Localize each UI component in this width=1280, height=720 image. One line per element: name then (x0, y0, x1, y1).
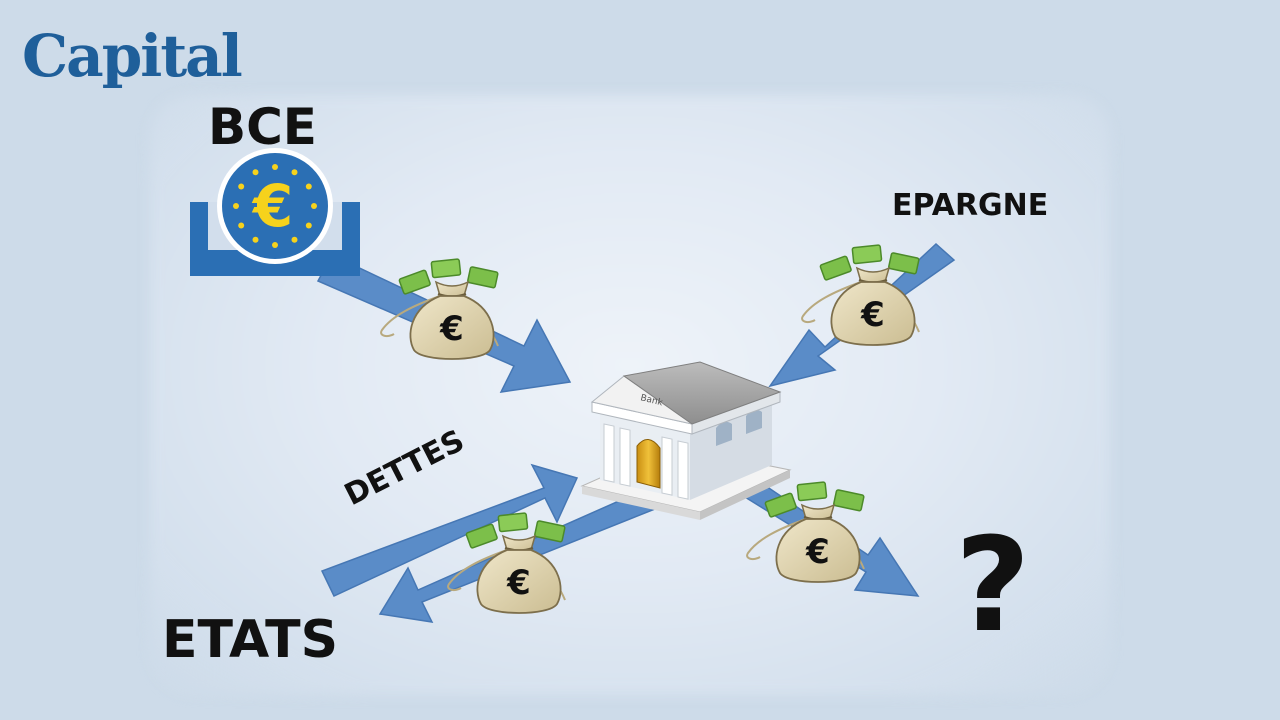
bce-building-icon: € (190, 148, 360, 276)
eu-stars (233, 164, 317, 248)
euro-symbol: € (805, 532, 830, 572)
euro-symbol: € (860, 295, 885, 335)
euro-symbol: € (506, 563, 531, 603)
bank-building-icon: Bank (580, 361, 792, 520)
euro-symbol-bce: € (251, 172, 293, 240)
euro-symbol: € (439, 309, 464, 349)
capital-logo: Capital (22, 22, 243, 90)
bce-label: BCE (208, 98, 317, 156)
arrow-etats-to-bank (320, 463, 579, 597)
money-bag-4: € (745, 480, 866, 584)
etats-label: ETATS (162, 610, 339, 670)
question-mark: ? (955, 509, 1031, 661)
epargne-label: EPARGNE (892, 188, 1049, 223)
money-bag-2: € (800, 243, 921, 347)
money-bag-3: € (446, 511, 567, 615)
money-bag-1: € (379, 257, 500, 361)
